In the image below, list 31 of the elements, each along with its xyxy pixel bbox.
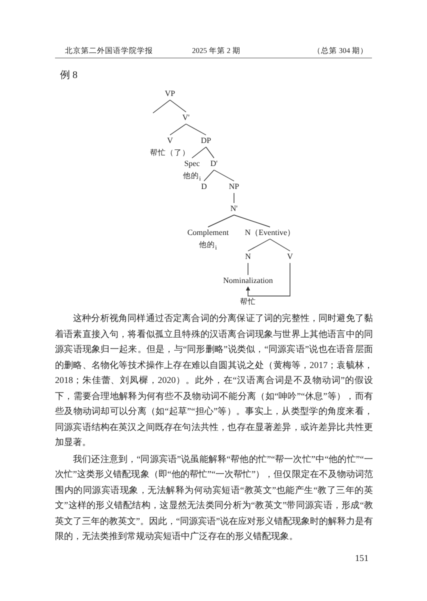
tree-branch bbox=[192, 146, 206, 158]
tree-branch bbox=[186, 124, 206, 136]
tree-node-label: N' bbox=[230, 204, 238, 214]
tree-branch bbox=[204, 170, 214, 182]
example-number: 例 8 bbox=[60, 69, 78, 82]
tree-branch bbox=[170, 100, 186, 112]
tree-branch bbox=[248, 238, 270, 252]
tree-branch bbox=[208, 214, 234, 228]
tree-branch bbox=[234, 214, 270, 228]
tree-node-label: D' bbox=[210, 159, 218, 169]
tree-node-label: N（Eventive） bbox=[244, 228, 296, 238]
tree-node-label: VP bbox=[164, 89, 176, 99]
tree-node-label: V' bbox=[182, 113, 190, 123]
tree-node-label: V bbox=[166, 136, 174, 146]
tree-branch bbox=[206, 146, 214, 158]
tree-node-label: Complement bbox=[187, 228, 229, 238]
tree-node-label: NP bbox=[228, 182, 240, 192]
tree-branch bbox=[270, 238, 290, 252]
tree-node-label: Spec bbox=[183, 159, 201, 169]
tree-branch bbox=[170, 124, 186, 136]
movement-arrow bbox=[246, 262, 290, 296]
tree-node-label: V bbox=[287, 252, 293, 262]
page-number: 151 bbox=[355, 553, 368, 563]
tree-branch bbox=[152, 100, 170, 114]
tree-node-label: DP bbox=[200, 136, 212, 146]
tree-node-label: N bbox=[245, 252, 251, 262]
body-paragraph: 这种分析视角同样通过否定离合词的分离保证了词的完整性，同时避免了黏着语素直接入句，将看似孤立且特殊的汉语离合词现象与世界上其他语言中的同源宾语现象归一起来。但是，与“同形删略”说类似，“同源宾语”说也在语音层面的删略、名物化等技术操作上存在难以自圆其说之处（黄梅等，2017；袁毓林，2018；朱佳蕾、刘凤樨，2020）。此外，在“汉语离合词是不及物动词”的假设下，需要合理地解释为何有些不及物动词不能分离（如“呻吟”“休息”等），而有些及物动词却可以分离（如“起草”“担心”等）。事实上，从类型学的角度来看，同源宾语结构在英汉之间既存在句法共性，也存在显著差异，或许差异比共性更加显著。 bbox=[55, 312, 373, 449]
tree-branch bbox=[214, 170, 234, 182]
tree-node-label: Nominalization bbox=[223, 276, 273, 286]
tree-node-label: D bbox=[201, 182, 207, 192]
body-paragraph: 我们还注意到，“同源宾语”说虽能解释“帮他的忙”“帮一次忙”中“他的忙”“一次忙”这类形义错配现象（即“他的帮忙”“一次帮忙”），但仅限定在不及物动词范围内的同源宾语现象，无法解释为何动宾短语“教英文”也能产生“教了三年的英文”这样的形义错配结构，这显然无法类同分析为“教英文”带同源宾语，形成“教英文了三年的教英文”。因此，“同源宾语”说在应对形义错配现象时的解释力是有限的，无法类推到常规动宾短语中广泛存在的形义错配现象。 bbox=[55, 452, 373, 543]
